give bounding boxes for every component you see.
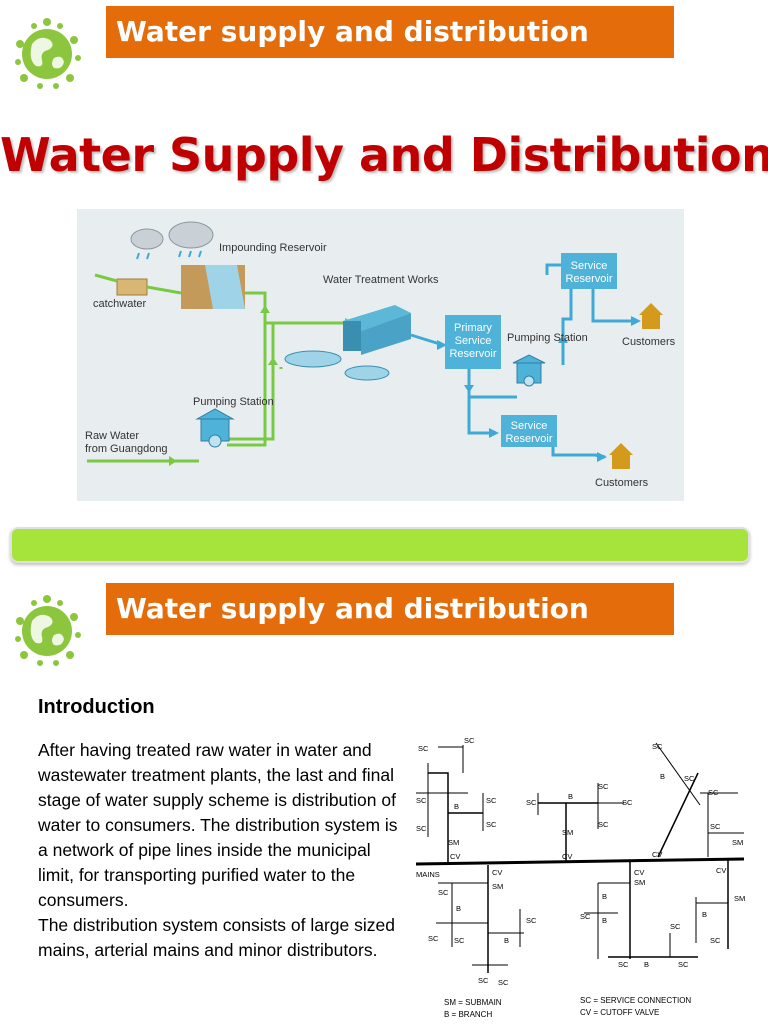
legend-sc: SC = SERVICE CONNECTION [580,996,691,1005]
raw-water-label-1: Raw Water [85,430,139,442]
sc-label: SC [580,912,591,921]
sc-label: SC [618,960,629,969]
cv-label: CV [716,866,726,875]
introduction-text: After having treated raw water in water … [38,738,410,963]
sm-label: SM [634,878,645,887]
sc-label: SC [622,798,633,807]
water-supply-diagram: Impounding Reservoir catchwater Water Tr… [77,209,684,501]
sc-label: SC [464,736,475,745]
sc-label: SC [454,936,465,945]
sc-label: SC [652,742,663,751]
catchwater-label: catchwater [93,298,147,310]
cv-label: CV [492,868,502,877]
sc-label: SC [526,798,537,807]
legend-sm: SM = SUBMAIN [444,998,502,1007]
impounding-label: Impounding Reservoir [219,242,327,254]
b-label: B [602,916,607,925]
sc-label: SC [498,978,509,987]
service-top-label-1: Service [571,260,608,272]
sc-label: SC [416,796,427,805]
service-bottom-label-2: Reservoir [505,433,552,445]
sc-label: SC [708,788,719,797]
sc-label: SC [526,916,537,925]
globe-logo-icon [10,14,84,92]
catchwater-icon [116,278,148,296]
sm-label: SM [492,882,503,891]
sm-label: SM [732,838,743,847]
cv-label: CV [450,852,460,861]
house-icon-bottom [609,443,633,469]
sc-label: SC [684,774,695,783]
slide-separator [10,527,750,563]
pumping1-label: Pumping Station [193,396,274,408]
cv-label: CV [562,852,572,861]
pumping-station-icon-2 [512,354,546,387]
house-icon-top [639,303,663,329]
service-reservoir-top-box [561,253,617,289]
service-reservoir-bottom-box [501,415,557,447]
sc-label: SC [486,796,497,805]
sc-label: SC [486,820,497,829]
globe-logo-icon [10,591,84,669]
pumping-station-icon-1 [195,408,235,448]
b-label: B [702,910,707,919]
customers-top-label: Customers [622,336,676,348]
primary-label-2: Service [455,335,492,347]
impounding-reservoir-icon [181,265,245,309]
pumping2-label: Pumping Station [507,332,588,344]
b-label: B [504,936,509,945]
mains-label: MAINS [416,870,440,879]
legend-cv: CV = CUTOFF VALVE [580,1008,659,1017]
sm-label: SM [734,894,745,903]
sc-label: SC [678,960,689,969]
sc-label: SC [710,936,721,945]
treatment-works-icon [343,305,411,355]
rain-cloud-icon [130,221,214,250]
intro-paragraph-2: The distribution system consists of larg… [38,915,395,960]
treatment-label: Water Treatment Works [323,274,439,286]
sm-label: SM [448,838,459,847]
primary-label-1: Primary [454,322,492,334]
sc-label: SC [438,888,449,897]
b-label: B [660,772,665,781]
b-label: B [644,960,649,969]
sc-label: SC [478,976,489,985]
service-top-label-2: Reservoir [565,273,612,285]
sc-label: SC [670,922,681,931]
sc-label: SC [416,824,427,833]
sc-label: SC [418,744,429,753]
distribution-network-schematic: MAINS SM CV SC SC SC SC SC SC B SC B SC … [408,733,752,1023]
cv-label: CV [634,868,644,877]
raw-water-label-2: from Guangdong [85,443,168,455]
primary-label-3: Reservoir [449,348,496,360]
intro-paragraph-1: After having treated raw water in water … [38,740,398,910]
clarifier-icon [284,350,390,381]
customers-bottom-label: Customers [595,477,649,489]
service-bottom-label-1: Service [511,420,548,432]
b-label: B [568,792,573,801]
cv-label: CV [652,850,662,859]
sc-label: SC [710,822,721,831]
primary-service-reservoir-box [445,315,501,369]
introduction-heading: Introduction [38,696,155,718]
b-label: B [456,904,461,913]
sc-label: SC [428,934,439,943]
slide1-banner: Water supply and distribution [106,6,674,58]
slide1-title: Water Supply and Distribution [0,128,768,182]
b-label: B [454,802,459,811]
sm-label: SM [562,828,573,837]
sc-label: SC [598,820,609,829]
b-label: B [602,892,607,901]
sc-label: SC [598,782,609,791]
legend-b: B = BRANCH [444,1010,492,1019]
slide2-banner: Water supply and distribution [106,583,674,635]
